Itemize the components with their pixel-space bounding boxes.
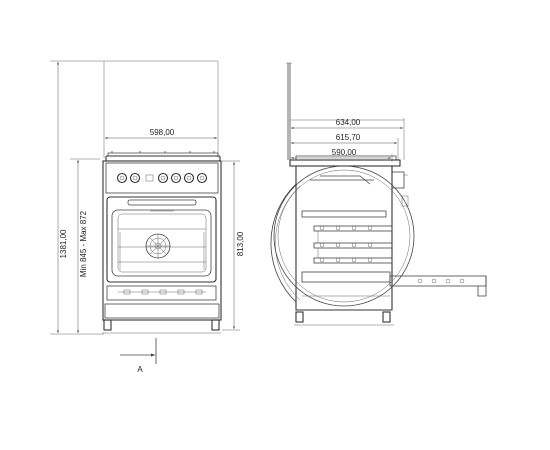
front-view <box>102 61 222 334</box>
section-marker-label: A <box>137 365 143 374</box>
section-marker <box>120 338 157 364</box>
body-height-label: 813,00 <box>236 231 245 256</box>
side-depth-mid-label: 615,70 <box>336 133 361 142</box>
side-depth-overall-label: 634,00 <box>336 118 361 127</box>
total-height-label: 1381,00 <box>59 229 68 258</box>
height-dimensions <box>50 60 218 335</box>
side-view <box>270 62 487 326</box>
worktop-height-label: Min 845 - Max 872 <box>79 210 88 277</box>
body-height-dimension <box>222 160 240 331</box>
front-width-label: 598,00 <box>150 128 175 137</box>
side-depth-body-label: 590,00 <box>332 148 357 157</box>
control-knobs <box>116 172 208 184</box>
